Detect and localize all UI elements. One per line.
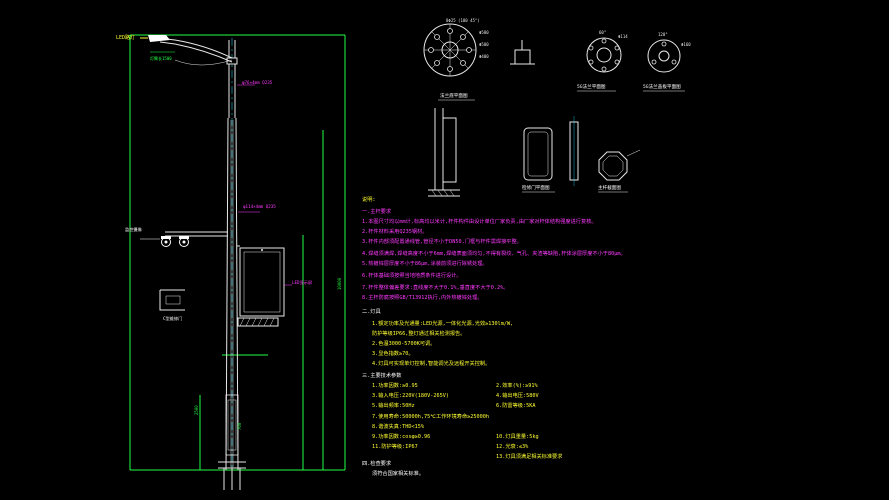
param-7: 7.使用寿命:50000h,75℃工作环境寿命≥25000h <box>372 414 490 420</box>
total-height-dim: 10000 <box>337 277 342 290</box>
lamp-spec-2: 2.色温3000-5700K可调。 <box>372 341 436 347</box>
notes-header: 说明: <box>362 197 376 203</box>
param-3: 3.输入电压:220V(180V-265V) <box>372 393 449 399</box>
pole-elevation: LED路灯 灯臂长1500 φ76×4mm Q235 φ114×4mm Q235… <box>116 34 346 490</box>
5g-cover-caption: 5G法兰盖板平面图 <box>643 83 681 90</box>
c-door-caption: C型维修门 <box>163 315 182 322</box>
lamp-spec-3: 3.显色指数≥70。 <box>372 351 414 357</box>
note-6: 6.杆体基础须按照当地地质条件进行设计。 <box>362 273 462 279</box>
param-9: 9.功率因数:cosφ≥0.96 <box>372 434 431 440</box>
lamp-spec-4: 4.灯具可实现单灯控制,智能调光及远程开关控制。 <box>372 361 491 367</box>
door-plan-view: 检修门平面图 <box>522 116 579 193</box>
param-5: 5.输出频率:50Hz <box>372 403 415 409</box>
5g-cover-dim: Φ160 <box>681 42 691 47</box>
spec-b-label: φ114×4mm Q235 <box>243 204 276 209</box>
screen-tag: LED显示屏 <box>292 280 312 286</box>
camera-icon <box>161 236 189 247</box>
base-dim: 2500 <box>194 405 199 415</box>
lamp-dim: 灯臂长1500 <box>150 55 172 61</box>
note-5: 5.热镀锌层厚度不小于86μm,涂装前须进行除锈处理。 <box>362 261 488 267</box>
param-13: 13.灯具须满足相关标准要求 <box>496 454 563 460</box>
pole-base <box>218 461 246 490</box>
spec-a-label: φ76×4mm Q235 <box>242 80 273 85</box>
lamp-spec-1: 1.额定功率及光通量:LED光源,一体化光源,光效≥130lm/W, <box>372 321 514 327</box>
pole-section-side <box>428 108 460 197</box>
led-screen <box>237 245 285 317</box>
notes-section-4: 四.检查要求 <box>362 461 392 467</box>
5g-flange-dim: Φ114 <box>618 34 628 39</box>
5g-flange-cover-view: 120° Φ160 5G法兰盖板平面图 <box>643 32 691 92</box>
pole-cross-section: 主杆截面图 <box>598 149 641 193</box>
param-2: 2.效率(%):≥91% <box>496 383 538 389</box>
frame-lines <box>129 34 346 471</box>
lamp-spec-1b: 防护等级IP66,整灯通过相关检测报告。 <box>372 331 466 337</box>
5g-flange-caption: 5G法兰平面图 <box>577 83 606 90</box>
param-6: 6.防雷等级:5KA <box>496 403 536 409</box>
5g-flange-view: 60° Φ114 5G法兰平面图 <box>577 30 628 92</box>
param-4: 4.输出电压:580V <box>496 393 539 399</box>
camera-bracket <box>165 231 228 237</box>
flange-bottom-view: 8Φ25 (180 45°) Φ580 Φ500 Φ400 法兰底平面图 <box>423 18 489 101</box>
notes-section-3: 三.主要技术参数 <box>362 373 402 379</box>
note-4: 4.焊缝须满焊,焊缝高度不小于6mm,焊缝表面须均匀,不得有裂纹、气孔、夹渣等缺… <box>362 251 626 257</box>
note-8: 8.主杆防腐按照GB/T13912执行,内外热镀锌处理。 <box>362 295 483 301</box>
5g-cover-note: 120° <box>658 32 668 37</box>
section-caption: 主杆截面图 <box>598 184 621 191</box>
param-8: 8.谐波失真:THD<15% <box>372 424 424 430</box>
flange-bottom-dim-2: Φ500 <box>479 42 489 47</box>
flange-side-view <box>510 40 535 65</box>
flange-bottom-dim-3: Φ400 <box>479 54 489 59</box>
note-7: 7.杆件整体偏差要求:直线度不大于0.1%,垂直度不大于0.2%。 <box>362 285 509 291</box>
equipment-ring <box>237 317 279 327</box>
flange-bottom-note: 8Φ25 (180 45°) <box>446 18 480 23</box>
notes-section-1: 一.主杆要求 <box>362 209 392 215</box>
flange-bottom-caption: 法兰底平面图 <box>440 92 468 99</box>
param-11: 11.防护等级:IP67 <box>372 444 418 450</box>
door-plan-caption: 检修门平面图 <box>522 184 550 191</box>
param-10: 10.灯具重量:5kg <box>496 434 539 440</box>
lamp-tag: LED路灯 <box>116 34 135 41</box>
note-1: 1.本图尺寸均以mm计,标高均以米计,杆件构件由设计单位厂家负责,由厂家对杆体结… <box>362 219 597 225</box>
camera-tag: 监控摄像 <box>125 226 143 233</box>
notes-last: 须符合国家相关标准。 <box>372 471 424 477</box>
param-12: 12.光衰:≤3% <box>496 444 529 450</box>
param-1: 1.功率因数:≥0.95 <box>372 383 418 389</box>
lamp-arm <box>157 37 233 66</box>
note-3: 3.杆件内部须配置通线管,管径不小于DN50,门框与杆件需焊接平整。 <box>362 239 522 245</box>
lamp-head-icon <box>140 35 170 42</box>
note-2: 2.杆件材料采用Q235钢材。 <box>362 229 428 235</box>
notes-section-2: 二.灯具 <box>362 309 381 315</box>
flange-bottom-dim-1: Φ580 <box>479 30 489 35</box>
5g-flange-note: 60° <box>599 30 606 35</box>
maintenance-door <box>225 394 239 456</box>
door-dim: 700 <box>237 422 242 430</box>
c-door-detail <box>159 289 185 311</box>
